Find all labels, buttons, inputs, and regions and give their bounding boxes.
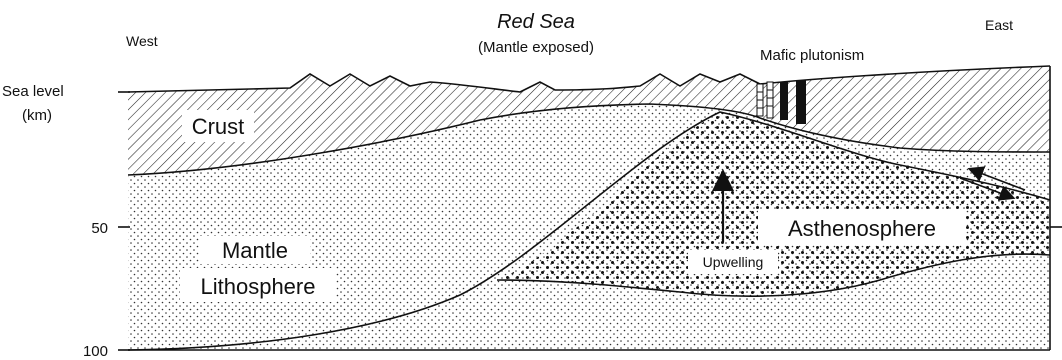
lithosphere-label: Lithosphere [201,274,316,299]
crust-label: Crust [192,114,245,139]
tick-50-label: 50 [91,220,108,237]
east-label: East [985,17,1013,33]
mantle-label: Mantle [222,238,288,263]
mafic-plutonism-label: Mafic plutonism [760,47,864,64]
asthenosphere-label: Asthenosphere [788,216,936,241]
upwelling-label: Upwelling [703,254,764,270]
sea-level-label: Sea level [2,83,64,100]
depth-unit-label: (km) [22,107,52,124]
west-label: West [126,33,158,49]
tick-100-label: 100 [83,343,108,360]
subtitle: (Mantle exposed) [478,39,594,56]
title: Red Sea [497,11,575,33]
